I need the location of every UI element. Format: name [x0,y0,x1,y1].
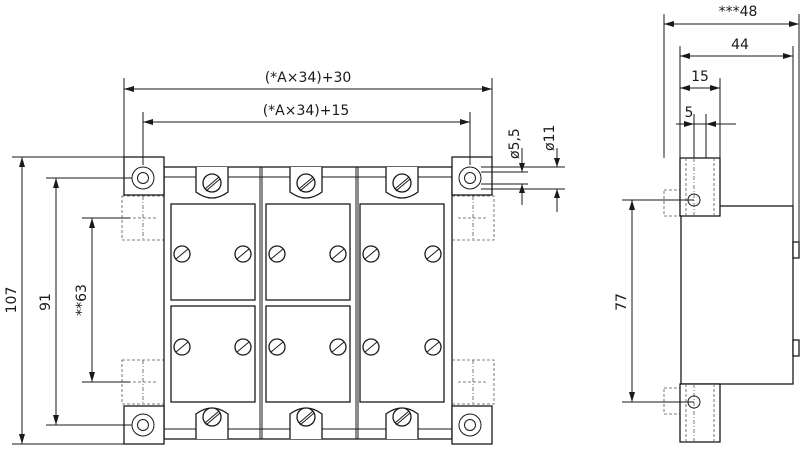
label-height-inner: **63 [74,284,90,316]
screw-icon [173,338,191,356]
dim-height-outer [12,156,124,445]
dim-height-inner [82,217,130,383]
screw-icon [268,338,286,356]
dim-side-15 [680,78,721,158]
screw-icon [202,407,222,427]
screw-icon [362,338,380,356]
dim-inner-width [142,112,471,165]
label-overall-width: (*A×34)+30 [265,70,352,86]
front-view: (*A×34)+30 (*A×34)+15 ø5,5 ø11 [4,70,565,445]
label-side-5: 5 [685,105,694,121]
screw-icon [296,173,316,193]
dim-holes [481,148,565,212]
screw-icon [202,173,222,193]
side-view: ***48 44 15 5 [614,4,800,443]
label-side-15: 15 [691,69,709,85]
screw-icon [392,173,412,193]
label-side-height: 77 [614,293,630,311]
screw-icon [392,407,412,427]
side-body [680,205,794,385]
screws [173,173,442,427]
screw-icon [424,338,442,356]
label-height-outer: 107 [4,287,20,314]
screw-icon [268,245,286,263]
label-height-mid: 91 [38,293,54,311]
label-side-44: 44 [731,37,749,53]
dim-height-mid [46,177,132,426]
screw-icon [234,245,252,263]
dim-side-5 [676,114,736,158]
screw-icon [424,245,442,263]
dim-side-height [622,199,694,403]
screw-icon [296,407,316,427]
screw-icon [329,245,347,263]
label-hole-large: ø11 [542,125,558,151]
screw-icon [234,338,252,356]
label-inner-width: (*A×34)+15 [263,103,350,119]
screw-icon [329,338,347,356]
dim-side-44 [679,46,794,206]
label-side-total: ***48 [719,4,758,20]
screw-icon [362,245,380,263]
screw-icon [173,245,191,263]
dim-overall-width [123,78,493,157]
dim-side-total [663,14,800,242]
label-hole-small: ø5,5 [507,128,523,159]
